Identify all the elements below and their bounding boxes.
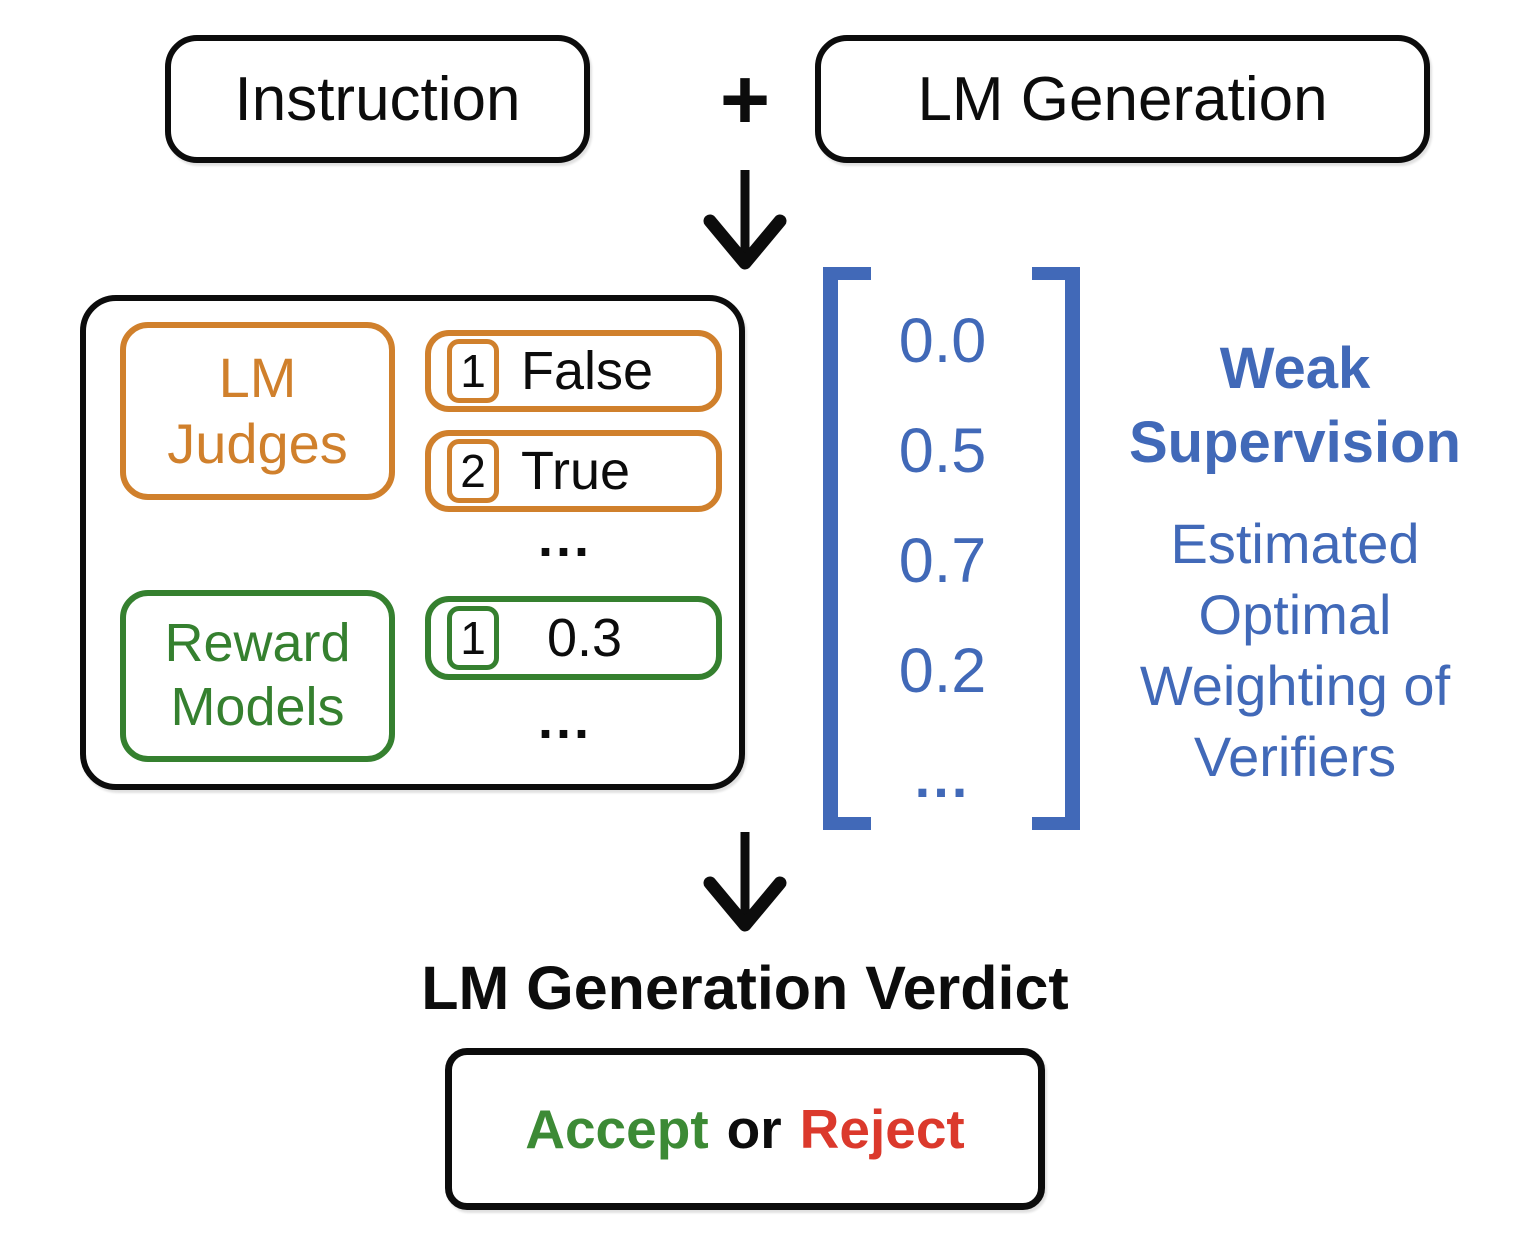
or-label: or	[726, 1098, 782, 1160]
verifier-index-chip: 1	[447, 606, 499, 670]
judges-ellipsis: ...	[537, 508, 592, 568]
plus-operator: +	[719, 52, 771, 148]
judge-row: 2 True	[425, 430, 722, 512]
matrix-right-bracket	[1032, 267, 1080, 830]
lm-generation-label: LM Generation	[917, 64, 1328, 134]
reject-label: Reject	[799, 1098, 965, 1160]
verdict-box: Accept or Reject	[445, 1048, 1045, 1210]
reward-models-box: Reward Models	[120, 590, 395, 762]
reward-models-label: Reward Models	[164, 613, 351, 737]
instruction-label: Instruction	[234, 64, 521, 134]
judge-value: False	[521, 341, 654, 401]
arrow-down-icon	[703, 170, 787, 270]
judge-row: 1 False	[425, 330, 722, 412]
weight-value: 0.2	[898, 636, 987, 706]
judge-value: True	[521, 441, 631, 501]
arrow-down-icon	[703, 832, 787, 932]
lm-judges-label: LM Judges	[167, 345, 348, 475]
weak-supervision-title: Weak Supervision	[1129, 336, 1461, 476]
reward-value: 0.3	[547, 608, 623, 668]
lm-judges-box: LM Judges	[120, 322, 395, 500]
verifier-index-chip: 2	[447, 439, 499, 503]
verifier-index-chip: 1	[447, 339, 499, 403]
verifiers-panel: LM Judges 1 False 2 True ... Reward Mode…	[80, 295, 745, 790]
instruction-box: Instruction	[165, 35, 590, 163]
weight-value: 0.7	[898, 526, 987, 596]
vector-ellipsis: ...	[914, 746, 971, 809]
weak-supervision-subtitle: Estimated Optimal Weighting of Verifiers	[1139, 512, 1451, 789]
verdict-heading: LM Generation Verdict	[421, 954, 1069, 1022]
weights-vector: 0.0 0.5 0.7 0.2 ...	[845, 310, 1040, 806]
accept-label: Accept	[525, 1098, 709, 1160]
lm-generation-box: LM Generation	[815, 35, 1430, 163]
reward-row: 1 0.3	[425, 596, 722, 680]
rewards-ellipsis: ...	[537, 690, 592, 750]
weight-value: 0.5	[898, 416, 987, 486]
matrix-left-bracket	[823, 267, 871, 830]
weight-value: 0.0	[898, 306, 987, 376]
